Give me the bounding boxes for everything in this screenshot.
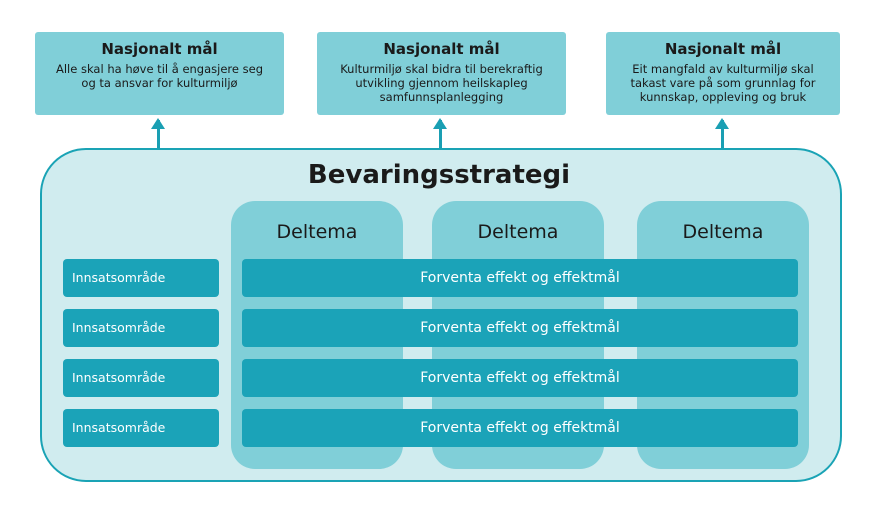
- goal-text: Kulturmiljø skal bidra til berekraftig u…: [340, 62, 543, 104]
- arrow-up-icon: [715, 118, 729, 148]
- goal-title: Nasjonalt mål: [664, 40, 782, 58]
- goal-title: Nasjonalt mål: [383, 40, 500, 58]
- effect-bar-3: Forventa effekt og effektmål: [242, 359, 798, 397]
- strategy-title: Bevaringsstrategi: [307, 160, 571, 190]
- national-goal-2: Nasjonalt mål Kulturmiljø skal bidra til…: [317, 32, 566, 115]
- national-goal-1: Nasjonalt mål Alle skal ha høve til å en…: [35, 32, 284, 115]
- arrow-up-icon: [433, 118, 447, 148]
- theme-label: Deltema: [682, 221, 764, 243]
- focus-area-2: Innsatsområde: [63, 309, 219, 347]
- goal-text: Eit mangfald av kulturmiljø skal takast …: [630, 62, 816, 104]
- effect-bar-1: Forventa effekt og effektmål: [242, 259, 798, 297]
- theme-label: Deltema: [477, 221, 559, 243]
- goal-title: Nasjonalt mål: [101, 40, 218, 58]
- goal-text: Alle skal ha høve til å engasjere seg og…: [56, 62, 263, 90]
- effect-bar-4: Forventa effekt og effektmål: [242, 409, 798, 447]
- arrow-up-icon: [151, 118, 165, 148]
- focus-area-4: Innsatsområde: [63, 409, 219, 447]
- focus-area-3: Innsatsområde: [63, 359, 219, 397]
- focus-area-1: Innsatsområde: [63, 259, 219, 297]
- effect-bar-2: Forventa effekt og effektmål: [242, 309, 798, 347]
- national-goal-3: Nasjonalt mål Eit mangfald av kulturmilj…: [606, 32, 840, 115]
- theme-label: Deltema: [276, 221, 358, 243]
